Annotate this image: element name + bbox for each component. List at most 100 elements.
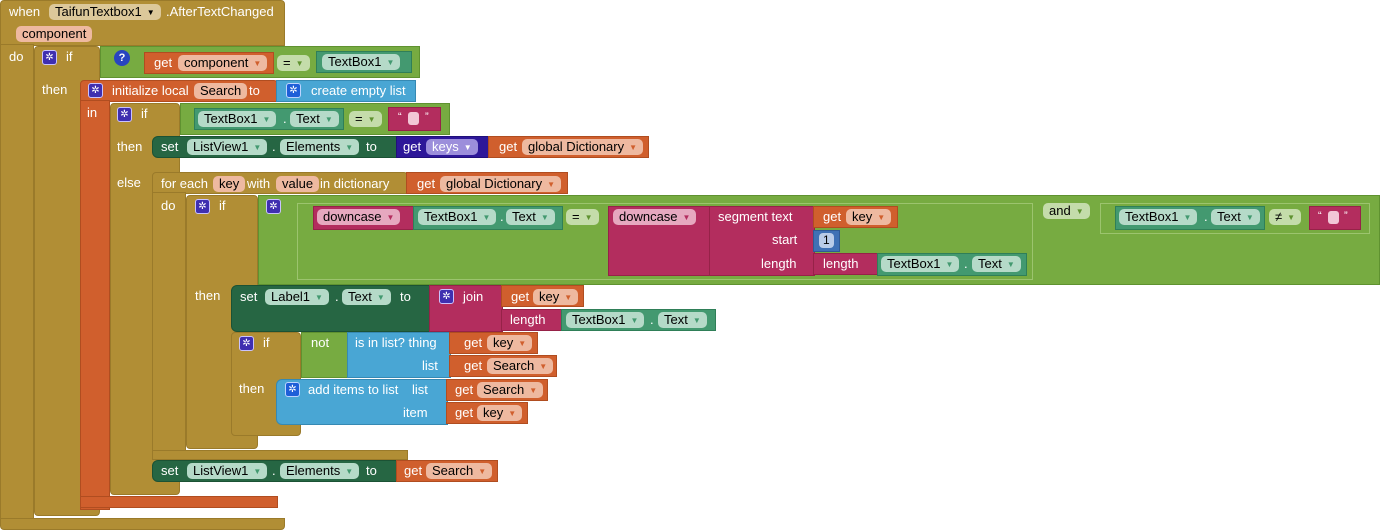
value-var-field[interactable]: value [276, 176, 320, 192]
gear-icon[interactable]: ✲ [285, 382, 300, 397]
set-label-text-block[interactable] [231, 285, 431, 332]
search-value: Search [432, 463, 474, 478]
property-dropdown[interactable]: Text▼ [1211, 209, 1260, 225]
chevron-down-icon: ▼ [345, 466, 354, 476]
property-dropdown[interactable]: Text▼ [342, 289, 391, 305]
key-var-dropdown[interactable]: key▼ [533, 289, 579, 305]
global-var-dropdown[interactable]: global Dictionary▼ [440, 176, 562, 192]
local-var-name-field[interactable]: Search [194, 83, 248, 99]
get-label: get [464, 358, 483, 373]
in-label: in [87, 105, 98, 120]
compare-op-dropdown[interactable]: =▼ [566, 209, 599, 225]
chevron-down-icon: ▼ [630, 315, 639, 325]
keys-dropdown[interactable]: keys▼ [426, 139, 478, 155]
initialize-local-rail [80, 100, 110, 510]
to-label: to [249, 83, 260, 98]
chevron-down-icon: ▼ [146, 7, 155, 17]
empty-string-field[interactable] [1328, 211, 1339, 224]
compare-op-dropdown[interactable]: ≠▼ [1269, 209, 1302, 225]
get-label: get [464, 335, 483, 350]
gear-icon[interactable]: ✲ [286, 83, 301, 98]
property-dropdown[interactable]: Text▼ [290, 111, 339, 127]
chevron-down-icon: ▼ [253, 466, 262, 476]
component-dropdown[interactable]: TextBox1▼ [322, 54, 401, 70]
for-each-dict-rail [152, 192, 186, 458]
question-icon[interactable]: ? [114, 50, 130, 66]
create-empty-list-block[interactable] [276, 80, 416, 102]
component-dropdown[interactable]: ListView1▼ [187, 139, 268, 155]
key-var-dropdown[interactable]: key▼ [846, 209, 892, 225]
key-var-field[interactable]: key [213, 176, 246, 192]
segment-block[interactable] [709, 206, 815, 276]
dot-label: . [650, 312, 654, 327]
property-dropdown[interactable]: Text▼ [506, 209, 555, 225]
quote-close: ” [1344, 210, 1348, 222]
search-var-dropdown[interactable]: Search▼ [477, 382, 544, 398]
search-var-dropdown[interactable]: Search▼ [426, 463, 493, 479]
chevron-down-icon: ▼ [692, 315, 701, 325]
to-label: to [366, 463, 377, 478]
search-var-dropdown[interactable]: Search▼ [487, 358, 554, 374]
property-dropdown[interactable]: Text ▼ [658, 312, 707, 328]
gear-icon[interactable]: ✲ [88, 83, 103, 98]
global-var-dropdown[interactable]: global Dictionary▼ [522, 139, 644, 155]
event-param-component[interactable]: component [16, 26, 93, 42]
component-dropdown[interactable]: TextBox1▼ [1119, 209, 1198, 225]
compare-op-dropdown[interactable]: =▼ [277, 55, 310, 71]
gear-icon[interactable]: ✲ [266, 199, 281, 214]
event-name-label: .AfterTextChanged [166, 4, 274, 19]
component-dropdown[interactable]: TextBox1▼ [881, 256, 960, 272]
not-block[interactable] [301, 332, 349, 378]
start-number-field[interactable]: 1 [819, 233, 834, 248]
event-component-dropdown[interactable]: TaifunTextbox1▼ [49, 4, 161, 20]
event-block-footer [0, 518, 285, 530]
dot-label: . [272, 463, 276, 478]
key-var-dropdown[interactable]: key▼ [477, 405, 523, 421]
component-dropdown[interactable]: TextBox1▼ [198, 111, 277, 127]
empty-string-field[interactable] [408, 112, 419, 125]
chevron-down-icon: ▼ [386, 57, 395, 67]
if-label: if [141, 106, 148, 121]
component-value: TextBox1 [572, 312, 626, 327]
property-value: Text [664, 312, 688, 327]
then-label: then [117, 139, 143, 154]
component-dropdown[interactable]: Label1▼ [265, 289, 329, 305]
component-dropdown[interactable]: TextBox1▼ [418, 209, 497, 225]
get-var-dropdown[interactable]: component▼ [178, 55, 268, 71]
downcase-dropdown[interactable]: downcase▼ [613, 209, 697, 225]
compare-op-value: ≠ [1275, 209, 1283, 224]
component-value: TextBox1 [1125, 209, 1179, 224]
property-value: Text [348, 289, 372, 304]
chevron-down-icon: ▼ [518, 338, 527, 348]
component-dropdown[interactable]: TextBox1 ▼ [566, 312, 645, 328]
property-dropdown[interactable]: Text▼ [972, 256, 1021, 272]
get-label: get [154, 55, 173, 70]
gear-icon[interactable]: ✲ [195, 199, 210, 214]
component-value: ListView1 [193, 139, 249, 154]
dot-label: . [1204, 209, 1208, 224]
dot-label: . [964, 256, 968, 271]
chevron-down-icon: ▼ [529, 385, 538, 395]
gear-icon[interactable]: ✲ [239, 336, 254, 351]
gear-icon[interactable]: ✲ [42, 50, 57, 65]
get-label: get [455, 405, 474, 420]
is-in-list-block[interactable] [347, 332, 451, 378]
and-op-dropdown[interactable]: and▼ [1043, 203, 1090, 219]
chevron-down-icon: ▼ [547, 179, 556, 189]
downcase-dropdown[interactable]: downcase▼ [317, 209, 401, 225]
add-items-to-list-block[interactable] [276, 379, 448, 425]
component-dropdown[interactable]: ListView1▼ [187, 463, 268, 479]
compare-op-dropdown[interactable]: =▼ [349, 111, 382, 127]
property-dropdown[interactable]: Elements▼ [280, 139, 360, 155]
gear-icon[interactable]: ✲ [439, 289, 454, 304]
property-value: Text [296, 111, 320, 126]
component-value: TextBox1 [887, 256, 941, 271]
chevron-down-icon: ▼ [682, 212, 691, 222]
gear-icon[interactable]: ✲ [117, 107, 132, 122]
property-dropdown[interactable]: Elements▼ [280, 463, 360, 479]
chevron-down-icon: ▼ [262, 114, 271, 124]
set-label: set [161, 139, 179, 154]
key-var-dropdown[interactable]: key▼ [487, 335, 533, 351]
component-value: Label1 [271, 289, 311, 304]
then-label: then [195, 288, 221, 303]
